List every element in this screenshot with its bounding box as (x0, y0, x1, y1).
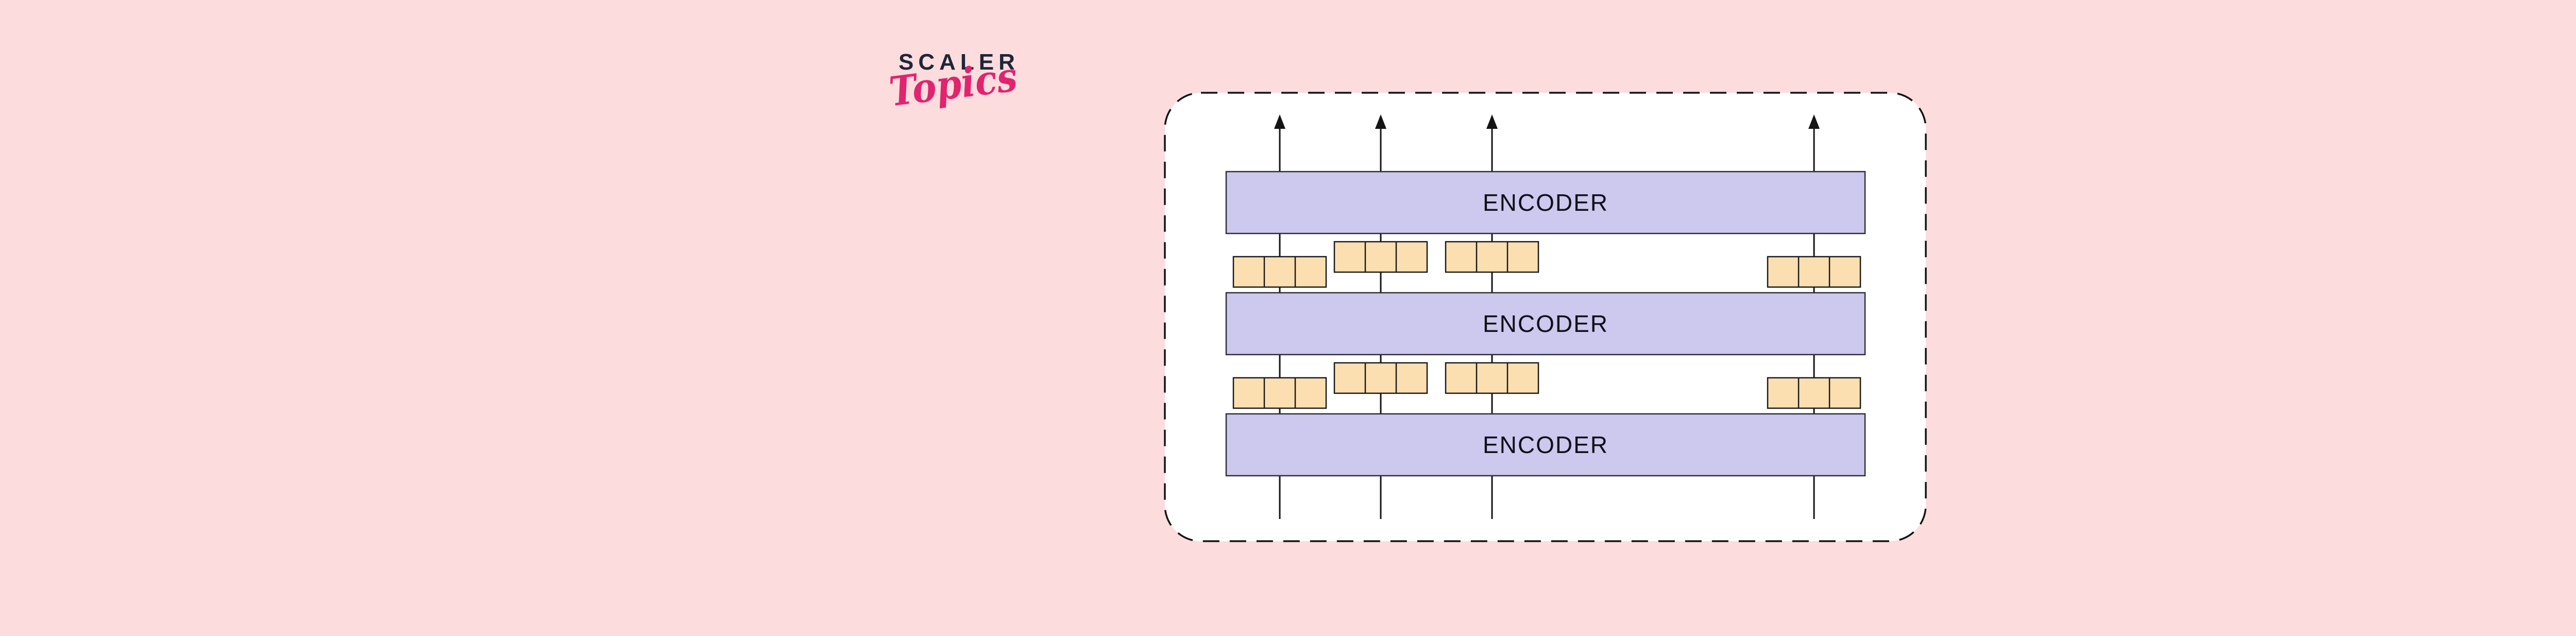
encoder-label: ENCODER (1483, 189, 1608, 216)
encoder-block-1: ENCODER (1225, 171, 1866, 235)
encoder-block-3: ENCODER (1225, 413, 1866, 477)
encoder-label: ENCODER (1483, 431, 1608, 458)
token-group (1232, 377, 1327, 409)
token-group (1445, 241, 1539, 273)
encoder-rect (1225, 171, 1866, 235)
encoder-stack-svg: ENCODER ENCODER ENCODER (1164, 92, 1927, 542)
scaler-topics-logo: SCALER Topics (876, 44, 1051, 157)
logo-brand-text: SCALER (899, 49, 1020, 75)
token-group (1232, 256, 1327, 288)
up-arrow-icon (1808, 114, 1820, 129)
token-row-2 (1232, 362, 1861, 409)
encoder-stack-diagram: ENCODER ENCODER ENCODER (1164, 92, 1927, 542)
up-arrow-icon (1375, 114, 1386, 129)
encoder-label: ENCODER (1483, 310, 1608, 337)
token-row-1 (1232, 241, 1861, 288)
up-arrow-icon (1274, 114, 1285, 129)
token-group (1767, 377, 1861, 409)
token-group (1333, 362, 1428, 394)
token-group (1767, 256, 1861, 288)
token-group (1333, 241, 1428, 273)
encoder-rect (1225, 413, 1866, 477)
encoder-block-2: ENCODER (1225, 292, 1866, 356)
up-arrow-icon (1486, 114, 1498, 129)
encoder-rect (1225, 292, 1866, 356)
token-group (1445, 362, 1539, 394)
